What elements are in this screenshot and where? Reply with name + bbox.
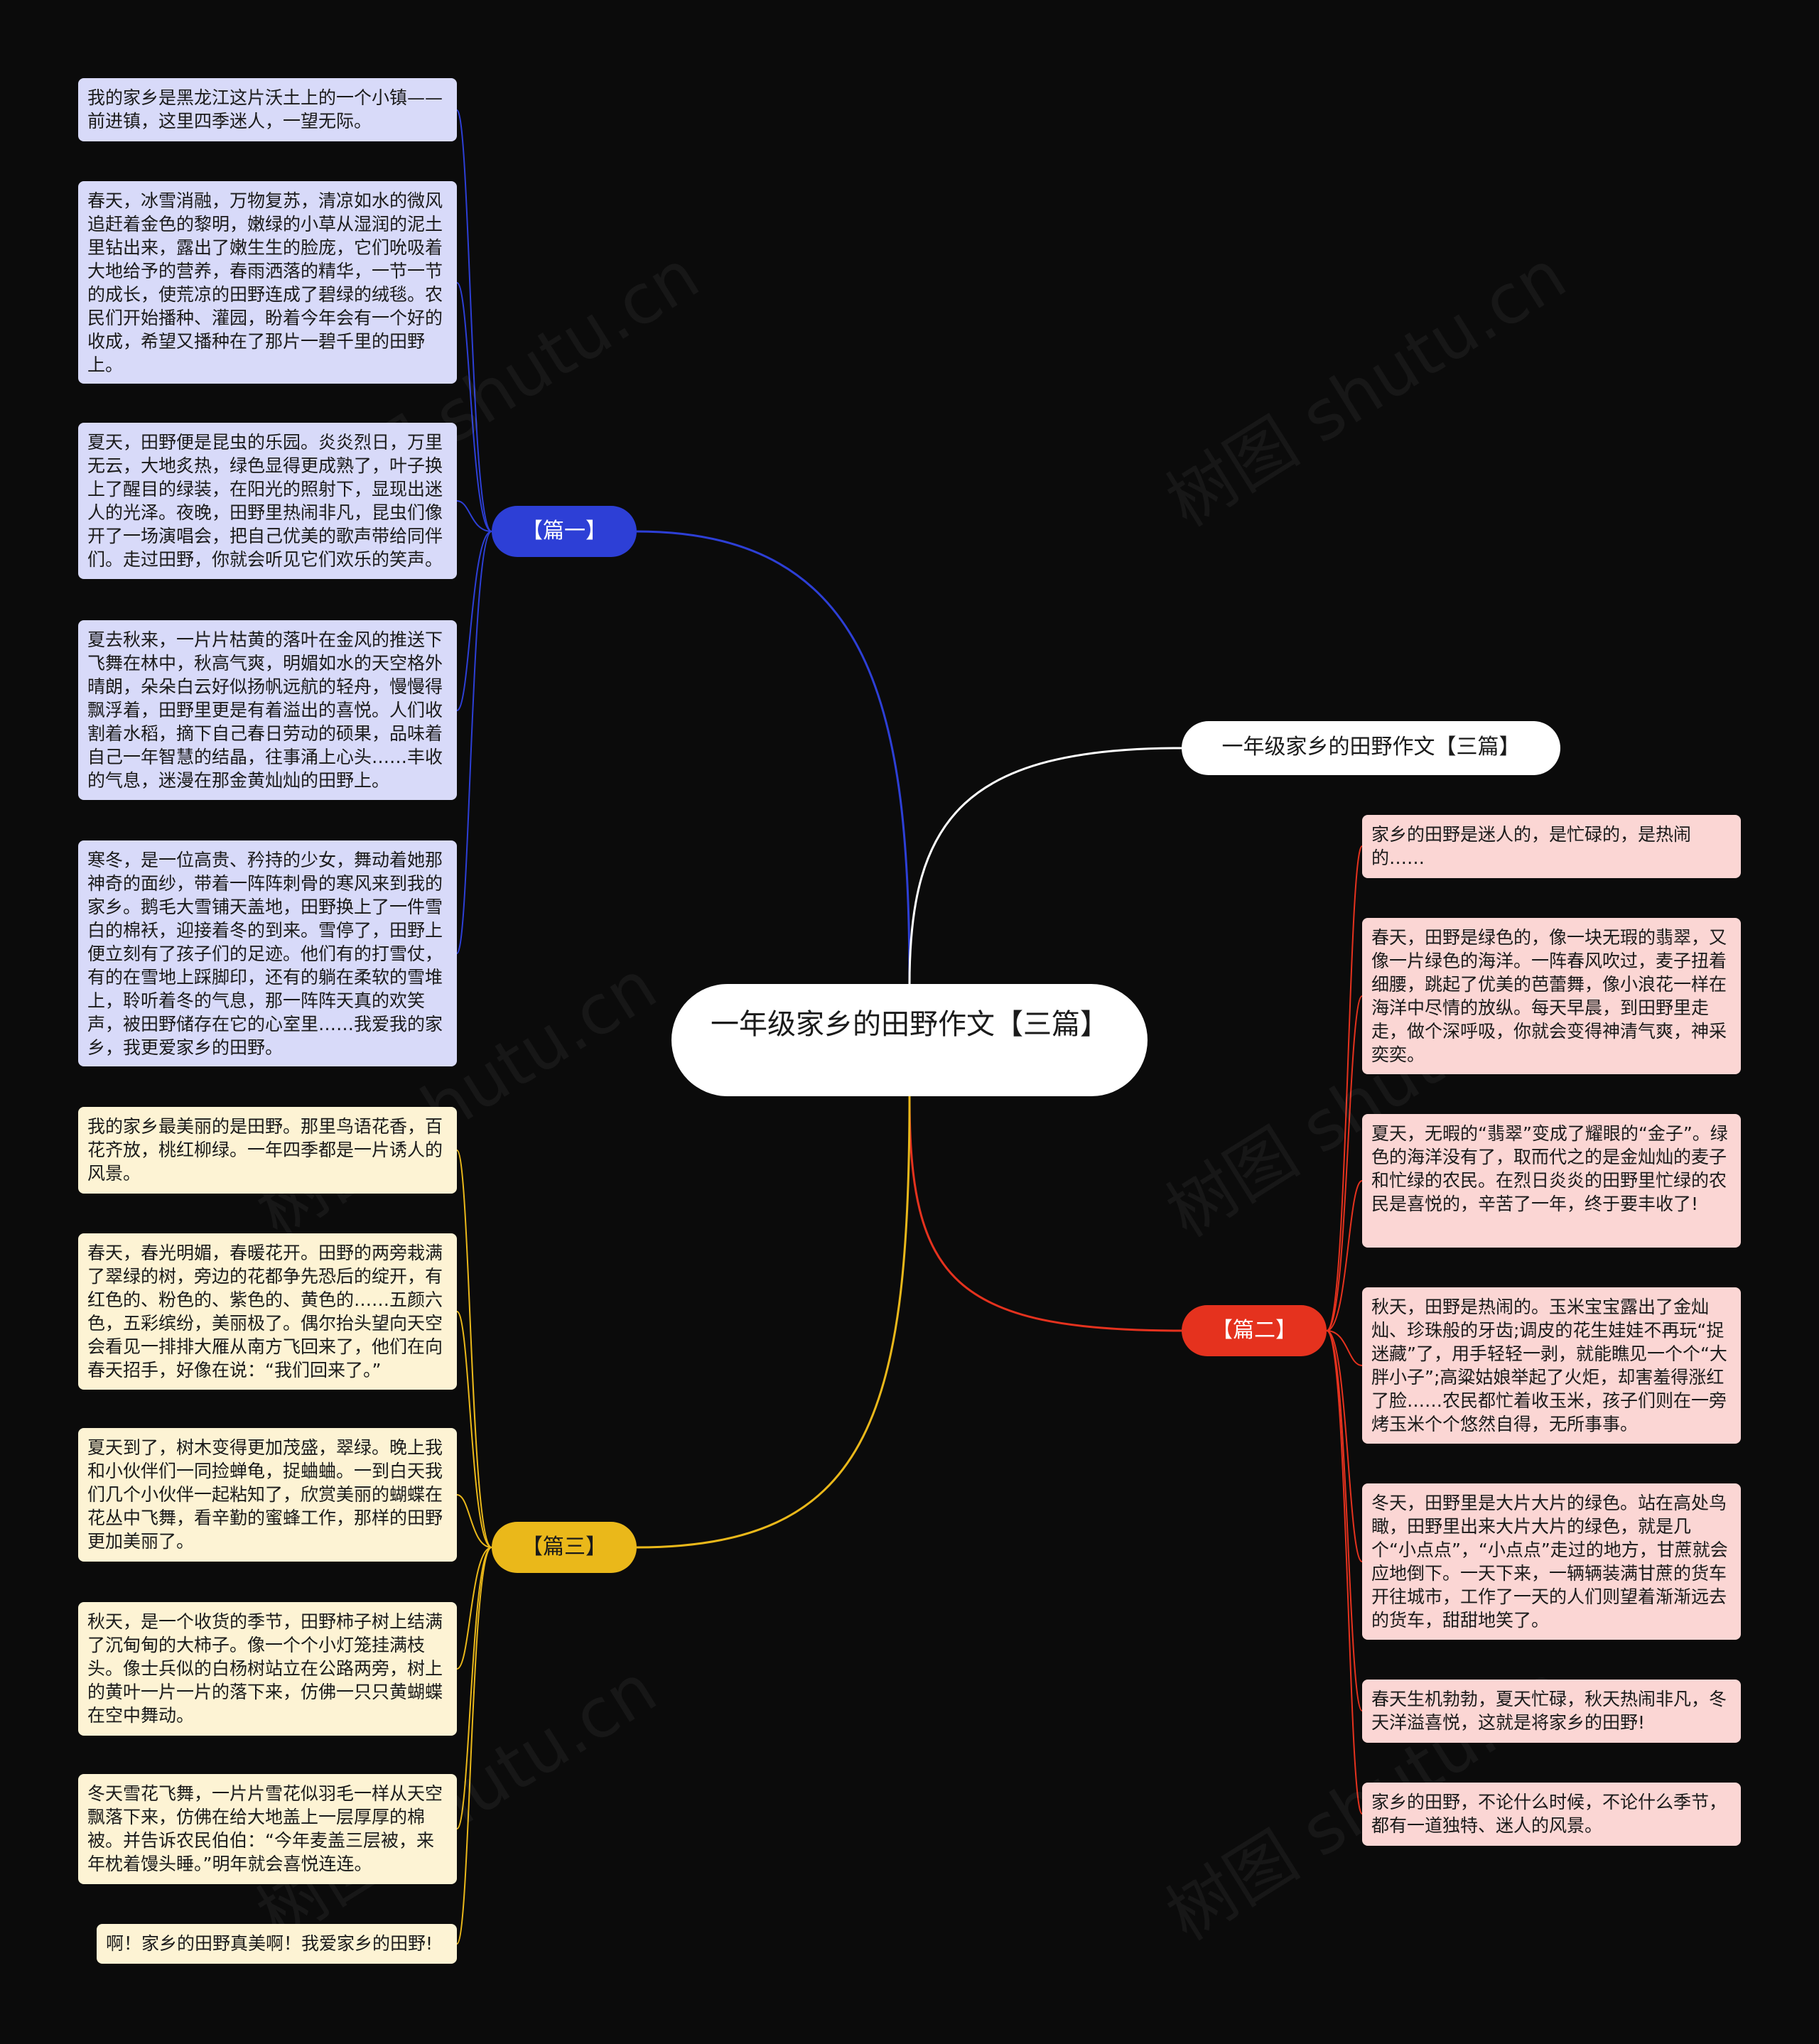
branch-pian-san[interactable]: 【篇三】 — [492, 1522, 637, 1573]
leaf-node[interactable]: 冬天雪花飞舞，一片片雪花似羽毛一样从天空飘落下来，仿佛在给大地盖上一层厚厚的棉被… — [78, 1774, 457, 1884]
leaf-node[interactable]: 家乡的田野是迷人的，是忙碌的，是热闹的…… — [1362, 815, 1741, 878]
leaf-node[interactable]: 冬天，田野里是大片大片的绿色。站在高处鸟瞰，田野里出来大片大片的绿色，就是几个“… — [1362, 1483, 1741, 1640]
leaf-node[interactable]: 春天生机勃勃，夏天忙碌，秋天热闹非凡，冬天洋溢喜悦，这就是将家乡的田野! — [1362, 1680, 1741, 1743]
link-branch3-leaf — [456, 1150, 492, 1548]
leaf-node[interactable]: 夏去秋来，一片片枯黄的落叶在金风的推送下飞舞在林中，秋高气爽，明媚如水的天空格外… — [78, 620, 457, 800]
title-node[interactable]: 一年级家乡的田野作文【三篇】 — [1182, 721, 1560, 775]
link-branch1-leaf — [456, 109, 492, 532]
link-branch3-leaf — [456, 1494, 492, 1548]
link-branch1-leaf — [456, 531, 492, 711]
link-branch1-leaf — [456, 500, 492, 532]
leaf-node[interactable]: 春天，春光明媚，春暖花开。田野的两旁栽满了翠绿的树，旁边的花都争先恐后的绽开，有… — [78, 1233, 457, 1390]
link-branch3-leaf — [456, 1547, 492, 1829]
leaf-node[interactable]: 啊！家乡的田野真美啊！我爱家乡的田野! — [97, 1924, 457, 1964]
link-root-branch3 — [636, 1096, 911, 1549]
leaf-node[interactable]: 夏天到了，树木变得更加茂盛，翠绿。晚上我和小伙伴们一同捡蝉龟，捉蛐蛐。一到白天我… — [78, 1428, 457, 1562]
link-root-title — [908, 747, 1182, 985]
leaf-node[interactable]: 我的家乡最美丽的是田野。那里鸟语花香，百花齐放，桃红柳绿。一年四季都是一片诱人的… — [78, 1107, 457, 1194]
leaf-node[interactable]: 寒冬，是一位高贵、矜持的少女，舞动着她那神奇的面纱，带着一阵阵刺骨的寒风来到我的… — [78, 840, 457, 1066]
link-branch2-leaf — [1326, 1180, 1363, 1331]
link-branch3-leaf — [456, 1311, 492, 1548]
link-branch2-leaf — [1326, 1330, 1363, 1815]
root-topic[interactable]: 一年级家乡的田野作文【三篇】 — [671, 984, 1148, 1096]
link-branch3-leaf — [456, 1547, 492, 1945]
leaf-node[interactable]: 秋天，田野是热闹的。玉米宝宝露出了金灿灿、珍珠般的牙齿;调皮的花生娃娃不再玩“捉… — [1362, 1287, 1741, 1444]
link-branch2-leaf — [1326, 845, 1363, 1331]
leaf-node[interactable]: 我的家乡是黑龙江这片沃土上的一个小镇——前进镇，这里四季迷人，一望无际。 — [78, 78, 457, 141]
link-branch2-leaf — [1326, 1330, 1363, 1712]
leaf-node[interactable]: 夏天，无暇的“翡翠”变成了耀眼的“金子”。绿色的海洋没有了，取而代之的是金灿灿的… — [1362, 1114, 1741, 1248]
link-branch1-leaf — [456, 531, 492, 954]
leaf-node[interactable]: 春天，冰雪消融，万物复苏，清凉如水的微风追赶着金色的黎明，嫩绿的小草从湿润的泥土… — [78, 181, 457, 384]
link-branch2-leaf — [1326, 1330, 1363, 1366]
link-branch2-leaf — [1326, 995, 1363, 1331]
link-root-branch2 — [908, 1096, 1182, 1332]
leaf-node[interactable]: 夏天，田野便是昆虫的乐园。炎炎烈日，万里无云，大地炙热，绿色显得更成熟了，叶子换… — [78, 423, 457, 579]
link-branch1-leaf — [456, 282, 492, 532]
link-branch2-leaf — [1326, 1330, 1363, 1562]
branch-pian-yi[interactable]: 【篇一】 — [492, 506, 637, 557]
leaf-node[interactable]: 家乡的田野，不论什么时候，不论什么季节，都有一道独特、迷人的风景。 — [1362, 1783, 1741, 1846]
leaf-node[interactable]: 秋天，是一个收货的季节，田野柿子树上结满了沉甸甸的大柿子。像一个个小灯笼挂满枝头… — [78, 1602, 457, 1736]
link-branch3-leaf — [456, 1547, 492, 1670]
link-root-branch1 — [636, 530, 911, 985]
branch-pian-er[interactable]: 【篇二】 — [1182, 1305, 1327, 1356]
leaf-node[interactable]: 春天，田野是绿色的，像一块无瑕的翡翠，又像一片绿色的海洋。一阵春风吹过，麦子扭着… — [1362, 918, 1741, 1074]
